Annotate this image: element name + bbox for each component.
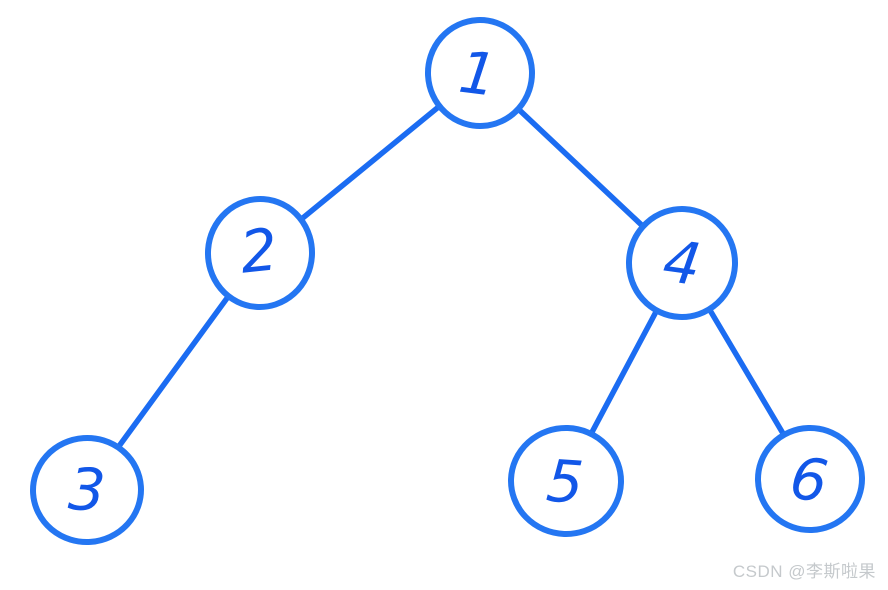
node-6-circle xyxy=(755,424,865,534)
node-2-circle xyxy=(204,196,316,310)
node-1-circle xyxy=(424,17,536,129)
node-4-circle xyxy=(625,206,739,320)
watermark-text: CSDN @李斯啦果 xyxy=(732,562,876,581)
node-3-value: 3 xyxy=(67,455,107,525)
node-1-value: 1 xyxy=(455,38,500,110)
node-3-circle xyxy=(30,434,144,546)
node-5-circle xyxy=(508,424,624,538)
node-5-value: 5 xyxy=(544,447,586,517)
node-2-value: 2 xyxy=(237,215,281,286)
